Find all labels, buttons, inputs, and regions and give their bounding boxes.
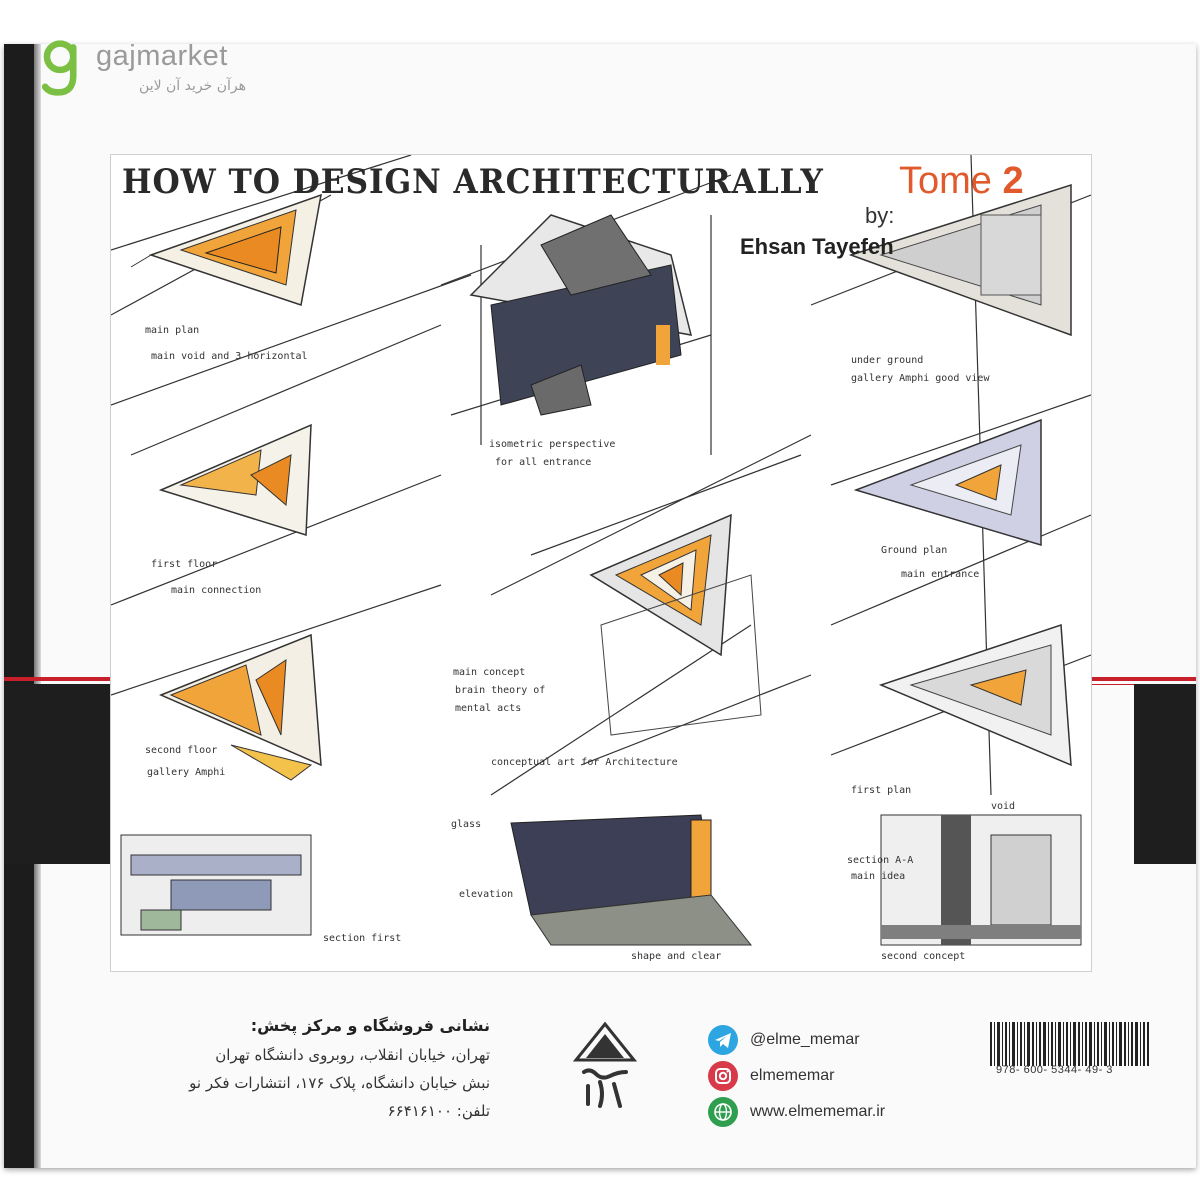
book-title: HOW TO DESIGN ARCHITECTURALLY	[122, 162, 824, 202]
note-gallery-good-view: gallery Amphi good view	[851, 373, 990, 384]
author-name: Ehsan Tayefeh	[740, 234, 894, 259]
sketch-section-first	[120, 834, 312, 936]
note-isometric: isometric perspective	[489, 439, 616, 450]
note-first-plan: first plan	[851, 785, 912, 796]
sketch-elevation	[510, 814, 753, 946]
note-gallery-amphi: gallery Amphi	[147, 767, 226, 778]
telegram-row[interactable]: @elme_memar	[708, 1022, 885, 1058]
website-row[interactable]: www.elmememar.ir	[708, 1094, 885, 1130]
tome-label: Tome 2	[899, 160, 1024, 203]
address-line-1: تهران، خیابان انقلاب، روبروی دانشگاه تهر…	[215, 1046, 490, 1064]
globe-icon	[708, 1097, 738, 1127]
address-line-2: نبش خیابان دانشگاه، پلاک ۱۷۶، انتشارات ف…	[189, 1074, 490, 1092]
note-section-first: section first	[323, 933, 402, 944]
black-band-right	[1134, 684, 1196, 864]
sketch-underground-plan	[848, 183, 1072, 337]
telegram-icon	[708, 1025, 738, 1055]
architectural-sketches	[111, 155, 1091, 946]
instagram-row[interactable]: elmememar	[708, 1058, 885, 1094]
book-spine	[4, 44, 34, 1168]
by-label: by:	[865, 203, 895, 228]
spine-highlight	[34, 44, 41, 1168]
note-shape-clear: shape and clear	[631, 951, 722, 962]
note-main-plan: main plan	[145, 325, 200, 336]
note-void: void	[991, 801, 1016, 812]
note-brain-theory: brain theory of	[455, 685, 546, 696]
note-second-floor: second floor	[145, 745, 218, 756]
sketch-main-plan	[130, 193, 322, 306]
watermark: gajmarket هرآن خرید آن لاین	[40, 36, 270, 106]
note-mental-acts: mental acts	[455, 703, 522, 714]
sketch-section-aa	[880, 814, 1082, 946]
publisher-logo-icon	[572, 1021, 638, 1108]
gajmarket-logo-icon	[41, 40, 77, 96]
note-main-void: main void and 3 horizontal	[151, 351, 308, 362]
website-url[interactable]: www.elmememar.ir	[750, 1103, 886, 1120]
note-main-connection: main connection	[171, 585, 262, 596]
note-elevation: elevation	[459, 889, 514, 900]
note-main-idea: main idea	[851, 871, 906, 882]
instagram-icon	[708, 1061, 738, 1091]
social-links: @elme_memar elmememar www.elmememar.ir	[708, 1022, 885, 1130]
sketch-main-concept	[589, 513, 762, 736]
store-address: نشانی فروشگاه و مرکز پخش: تهران، خیابان …	[60, 1016, 490, 1125]
isbn-number: 978- 600- 5344- 49- 3	[996, 1064, 1113, 1076]
watermark-tagline: هرآن خرید آن لاین	[139, 78, 246, 94]
note-conceptual-art: conceptual art for Architecture	[491, 757, 678, 768]
barcode-icon	[990, 1022, 1149, 1066]
instagram-handle[interactable]: elmememar	[750, 1067, 835, 1084]
note-first-floor: first floor	[151, 559, 218, 570]
watermark-name: gajmarket	[96, 40, 228, 72]
sketch-first-floor	[158, 423, 312, 537]
note-section-aa: section A-A	[847, 855, 914, 866]
note-glass: glass	[451, 819, 482, 830]
note-main-entrance: main entrance	[901, 569, 980, 580]
sketch-second-floor	[159, 633, 322, 781]
address-heading: نشانی فروشگاه و مرکز پخش:	[250, 1016, 490, 1035]
note-under-ground: under ground	[851, 355, 924, 366]
tome-word: Tome	[899, 160, 992, 202]
telegram-handle[interactable]: @elme_memar	[750, 1031, 860, 1048]
note-main-concept: main concept	[453, 667, 526, 678]
black-band-left	[4, 684, 110, 864]
sketch-first-plan	[878, 623, 1072, 767]
tome-number: 2	[1002, 160, 1024, 202]
note-ground-plan: Ground plan	[881, 545, 948, 556]
address-phone: تلفن: ۶۶۴۱۶۱۰۰	[387, 1102, 490, 1120]
note-entrance: for all entrance	[495, 457, 592, 468]
sketch-ground-plan	[853, 418, 1042, 547]
sketch-isometric-perspective	[469, 214, 693, 416]
note-second-concept: second concept	[881, 951, 966, 962]
sketch-panel: main plan main void and 3 horizontal iso…	[110, 154, 1092, 972]
